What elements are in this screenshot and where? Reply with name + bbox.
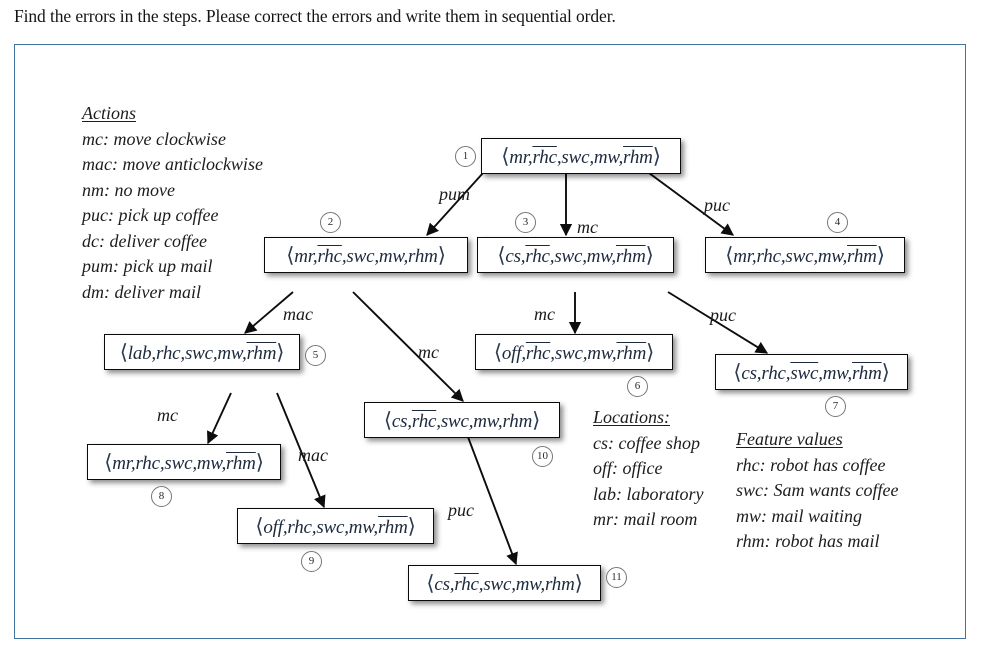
edge-label-puc-10-11: puc bbox=[448, 500, 474, 520]
actions-legend-item: puc: pick up coffee bbox=[82, 205, 219, 226]
actions-legend-item: pum: pick up mail bbox=[82, 256, 213, 277]
edge-2-10 bbox=[352, 291, 464, 402]
state-node-10-label: ⟨cs,rhc,swc,mw,rhm⟩ bbox=[383, 407, 541, 432]
state-badge-4: 4 bbox=[827, 212, 848, 233]
feature-values-legend: Feature values rhc: robot has coffee swc… bbox=[736, 427, 898, 555]
state-badge-9: 9 bbox=[301, 551, 322, 572]
actions-legend-item: dm: deliver mail bbox=[82, 281, 201, 302]
edge-label-mac-2-5: mac bbox=[283, 304, 313, 324]
state-node-2-label: ⟨mr,rhc,swc,mw,rhm⟩ bbox=[286, 242, 446, 267]
state-node-10[interactable]: ⟨cs,rhc,swc,mw,rhm⟩ bbox=[364, 402, 560, 438]
actions-legend-title: Actions bbox=[82, 103, 136, 123]
state-badge-5: 5 bbox=[305, 345, 326, 366]
locations-legend-item: mr: mail room bbox=[593, 509, 698, 530]
locations-legend-title: Locations: bbox=[593, 407, 671, 427]
locations-legend-item: off: office bbox=[593, 458, 663, 479]
actions-legend-item: nm: no move bbox=[82, 179, 175, 200]
state-badge-8: 8 bbox=[151, 486, 172, 507]
locations-legend-item: lab: laboratory bbox=[593, 483, 704, 504]
state-node-7[interactable]: ⟨cs,rhc,swc,mw,rhm⟩ bbox=[715, 354, 908, 390]
state-node-3[interactable]: ⟨cs,rhc,swc,mw,rhm⟩ bbox=[477, 237, 674, 273]
state-node-4[interactable]: ⟨mr,rhc,swc,mw,rhm⟩ bbox=[705, 237, 905, 273]
state-transition-diagram: pum mc puc mac mc mc puc mc mac puc ⟨mr,… bbox=[15, 45, 965, 638]
edge-label-mc-1-3: mc bbox=[577, 217, 598, 237]
state-node-9[interactable]: ⟨off,rhc,swc,mw,rhm⟩ bbox=[237, 508, 434, 544]
diagram-panel: pum mc puc mac mc mc puc mc mac puc ⟨mr,… bbox=[14, 44, 966, 639]
state-badge-3: 3 bbox=[515, 212, 536, 233]
edge-label-mc-5-8: mc bbox=[157, 405, 178, 425]
state-node-1-label: ⟨mr,rhc,swc,mw,rhm⟩ bbox=[501, 143, 661, 168]
state-badge-10: 10 bbox=[532, 446, 553, 467]
state-node-11-label: ⟨cs,rhc,swc,mw,rhm⟩ bbox=[426, 570, 583, 595]
feature-values-legend-item: mw: mail waiting bbox=[736, 505, 863, 526]
state-badge-7: 7 bbox=[825, 396, 846, 417]
state-badge-2: 2 bbox=[320, 212, 341, 233]
edge-label-mac-5-9: mac bbox=[298, 445, 328, 465]
state-node-9-label: ⟨off,rhc,swc,mw,rhm⟩ bbox=[255, 513, 416, 538]
edge-label-pum-1-2: pum bbox=[439, 184, 470, 204]
feature-values-legend-title: Feature values bbox=[736, 429, 843, 449]
edge-label-mc-3-6: mc bbox=[534, 304, 555, 324]
feature-values-legend-item: rhm: robot has mail bbox=[736, 531, 880, 552]
state-node-2[interactable]: ⟨mr,rhc,swc,mw,rhm⟩ bbox=[264, 237, 468, 273]
state-badge-6: 6 bbox=[627, 376, 648, 397]
state-badge-11: 11 bbox=[606, 567, 627, 588]
state-node-5[interactable]: ⟨lab,rhc,swc,mw,rhm⟩ bbox=[104, 334, 300, 370]
state-node-7-label: ⟨cs,rhc,swc,mw,rhm⟩ bbox=[733, 359, 890, 384]
page-title: Find the errors in the steps. Please cor… bbox=[14, 6, 616, 26]
state-node-6-label: ⟨off,rhc,swc,mw,rhm⟩ bbox=[493, 339, 655, 364]
edge-10-11 bbox=[467, 436, 518, 566]
state-node-6[interactable]: ⟨off,rhc,swc,mw,rhm⟩ bbox=[475, 334, 673, 370]
locations-legend-item: cs: coffee shop bbox=[593, 432, 700, 453]
state-node-3-label: ⟨cs,rhc,swc,mw,rhm⟩ bbox=[497, 242, 654, 267]
actions-legend-item: dc: deliver coffee bbox=[82, 230, 207, 251]
actions-legend-item: mac: move anticlockwise bbox=[82, 154, 263, 175]
feature-values-legend-item: swc: Sam wants coffee bbox=[736, 480, 899, 501]
state-node-11[interactable]: ⟨cs,rhc,swc,mw,rhm⟩ bbox=[408, 565, 601, 601]
state-node-8-label: ⟨mr,rhc,swc,mw,rhm⟩ bbox=[104, 449, 264, 474]
state-node-4-label: ⟨mr,rhc,swc,mw,rhm⟩ bbox=[725, 242, 885, 267]
edge-label-puc-3-7: puc bbox=[710, 305, 736, 325]
edge-5-8 bbox=[207, 392, 232, 445]
state-badge-1: 1 bbox=[455, 146, 476, 167]
actions-legend: Actions mc: move clockwise mac: move ant… bbox=[82, 101, 263, 305]
feature-values-legend-item: rhc: robot has coffee bbox=[736, 454, 886, 475]
locations-legend: Locations: cs: coffee shop off: office l… bbox=[593, 405, 704, 533]
state-node-8[interactable]: ⟨mr,rhc,swc,mw,rhm⟩ bbox=[87, 444, 281, 480]
state-node-1[interactable]: ⟨mr,rhc,swc,mw,rhm⟩ bbox=[481, 138, 681, 174]
state-node-5-label: ⟨lab,rhc,swc,mw,rhm⟩ bbox=[119, 339, 285, 364]
actions-legend-item: mc: move clockwise bbox=[82, 128, 226, 149]
edge-label-mc-2-10: mc bbox=[418, 342, 439, 362]
edge-label-puc-1-4: puc bbox=[704, 195, 730, 215]
